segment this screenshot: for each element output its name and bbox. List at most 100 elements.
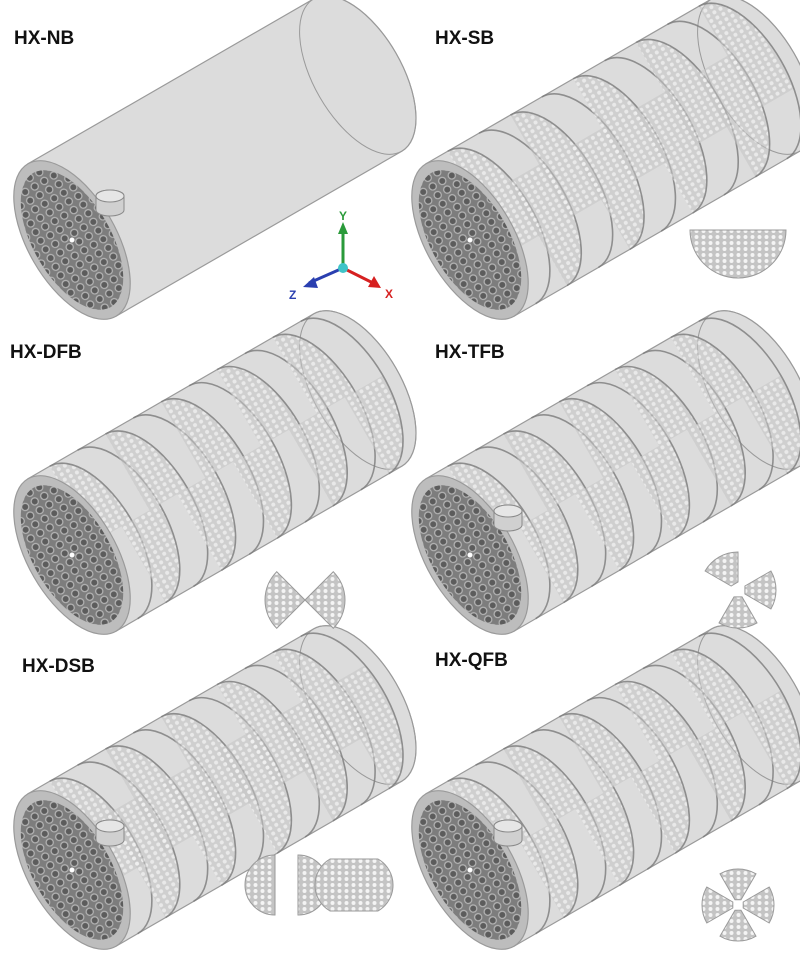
baffle-plate (670, 649, 753, 729)
baffle-edge (300, 317, 404, 475)
baffle-plate (559, 398, 642, 479)
panel-label-tfb: HX-TFB (435, 342, 505, 363)
baffle-shape-part (304, 571, 346, 629)
panel-label-sb: HX-SB (435, 28, 495, 49)
quad-fan-baffle-icon (701, 868, 775, 942)
axis-triad: Y X Z (289, 209, 393, 302)
x-axis-label: X (385, 287, 393, 301)
panel-label-qfb: HX-QFB (435, 650, 508, 671)
panel-label-dfb: HX-DFB (10, 342, 82, 363)
baffle-plate (121, 504, 180, 603)
baffle-plate (575, 787, 634, 886)
origin-point (338, 263, 348, 273)
baffle (503, 745, 607, 903)
center-tube (69, 867, 75, 873)
nozzle (493, 504, 523, 532)
baffle-edge (300, 632, 404, 790)
baffle-shape-part (244, 854, 276, 916)
baffle-plate (559, 713, 642, 794)
baffle-edge (188, 381, 293, 539)
baffle-plate (575, 472, 634, 571)
baffle-edge (244, 349, 348, 507)
baffle-edge (698, 2, 800, 160)
shell-back-edge (299, 310, 417, 470)
baffle (77, 446, 181, 604)
nozzle-top (95, 819, 125, 833)
baffle-plate (742, 375, 800, 474)
baffle-edge (503, 430, 607, 588)
baffle (475, 446, 579, 604)
baffle-plate (631, 439, 690, 539)
baffle (530, 729, 635, 887)
baffle (300, 632, 404, 790)
baffle-shape-part (264, 571, 306, 629)
nozzle (95, 189, 125, 217)
segmental-baffle-icon (689, 229, 787, 279)
baffle-edge (670, 333, 774, 491)
nozzle-top (493, 819, 523, 833)
baffle (132, 414, 237, 572)
baffle (188, 381, 293, 539)
baffle (216, 365, 321, 523)
baffle-plate (615, 366, 698, 446)
x-axis-arrow-icon (368, 276, 381, 288)
baffle (698, 2, 800, 160)
baffle-plate (105, 430, 188, 511)
heat-exchanger-hx-tfb (411, 310, 800, 635)
baffle-plate (288, 407, 348, 506)
baffle-edge (475, 446, 579, 604)
baffle-plate (217, 681, 313, 788)
baffle (586, 696, 691, 854)
double-fan-baffle-icon (264, 571, 346, 629)
baffle-plate (636, 39, 732, 146)
baffle-shape-part (719, 868, 757, 901)
baffle-plate (519, 504, 578, 603)
baffle-edge (447, 777, 551, 935)
nozzle-top (493, 504, 523, 518)
baffle-plate (519, 819, 578, 918)
baffle-shape-part (701, 886, 734, 924)
z-axis-label: Z (289, 288, 296, 302)
baffle-plate (177, 472, 236, 571)
baffle-plate (272, 334, 355, 414)
heat-exchanger-hx-sb (411, 0, 800, 320)
baffle-plate (503, 430, 586, 511)
baffle-edge (642, 349, 746, 507)
baffle-plate (161, 713, 257, 820)
baffle-plate (105, 745, 201, 852)
triple-fan-baffle-icon (704, 551, 777, 629)
baffle-plate (49, 463, 132, 543)
center-tube (467, 867, 473, 873)
baffle-edge (530, 729, 635, 887)
heat-exchanger-hx-dfb (13, 310, 417, 635)
baffle-edge (447, 462, 551, 620)
z-axis-arrow-icon (303, 277, 318, 288)
baffle-edge (475, 761, 579, 919)
baffle (244, 349, 348, 507)
baffle-plate (329, 665, 404, 789)
center-tube (69, 237, 75, 243)
heat-exchanger-hx-nb (13, 0, 417, 320)
baffle (642, 349, 746, 507)
y-axis-arrow-icon (338, 222, 348, 234)
baffle-edge (272, 333, 376, 491)
baffle-plate (233, 439, 292, 539)
baffle-plate (510, 111, 606, 218)
panel-label-dsb: HX-DSB (22, 656, 95, 677)
center-tube (467, 552, 473, 558)
baffle-plate (698, 3, 795, 110)
baffle-shape-part (314, 858, 394, 912)
baffle-plate (615, 681, 698, 761)
nozzle (493, 819, 523, 847)
baffle-edge (530, 414, 635, 572)
baffle-edge (586, 696, 691, 854)
baffle (586, 381, 691, 539)
y-axis-label: Y (339, 209, 347, 223)
baffle-plate (573, 75, 669, 182)
baffle-shape-part (718, 596, 758, 629)
baffle-plate (742, 690, 800, 789)
baffle (698, 632, 800, 790)
baffle-plate (217, 366, 300, 446)
